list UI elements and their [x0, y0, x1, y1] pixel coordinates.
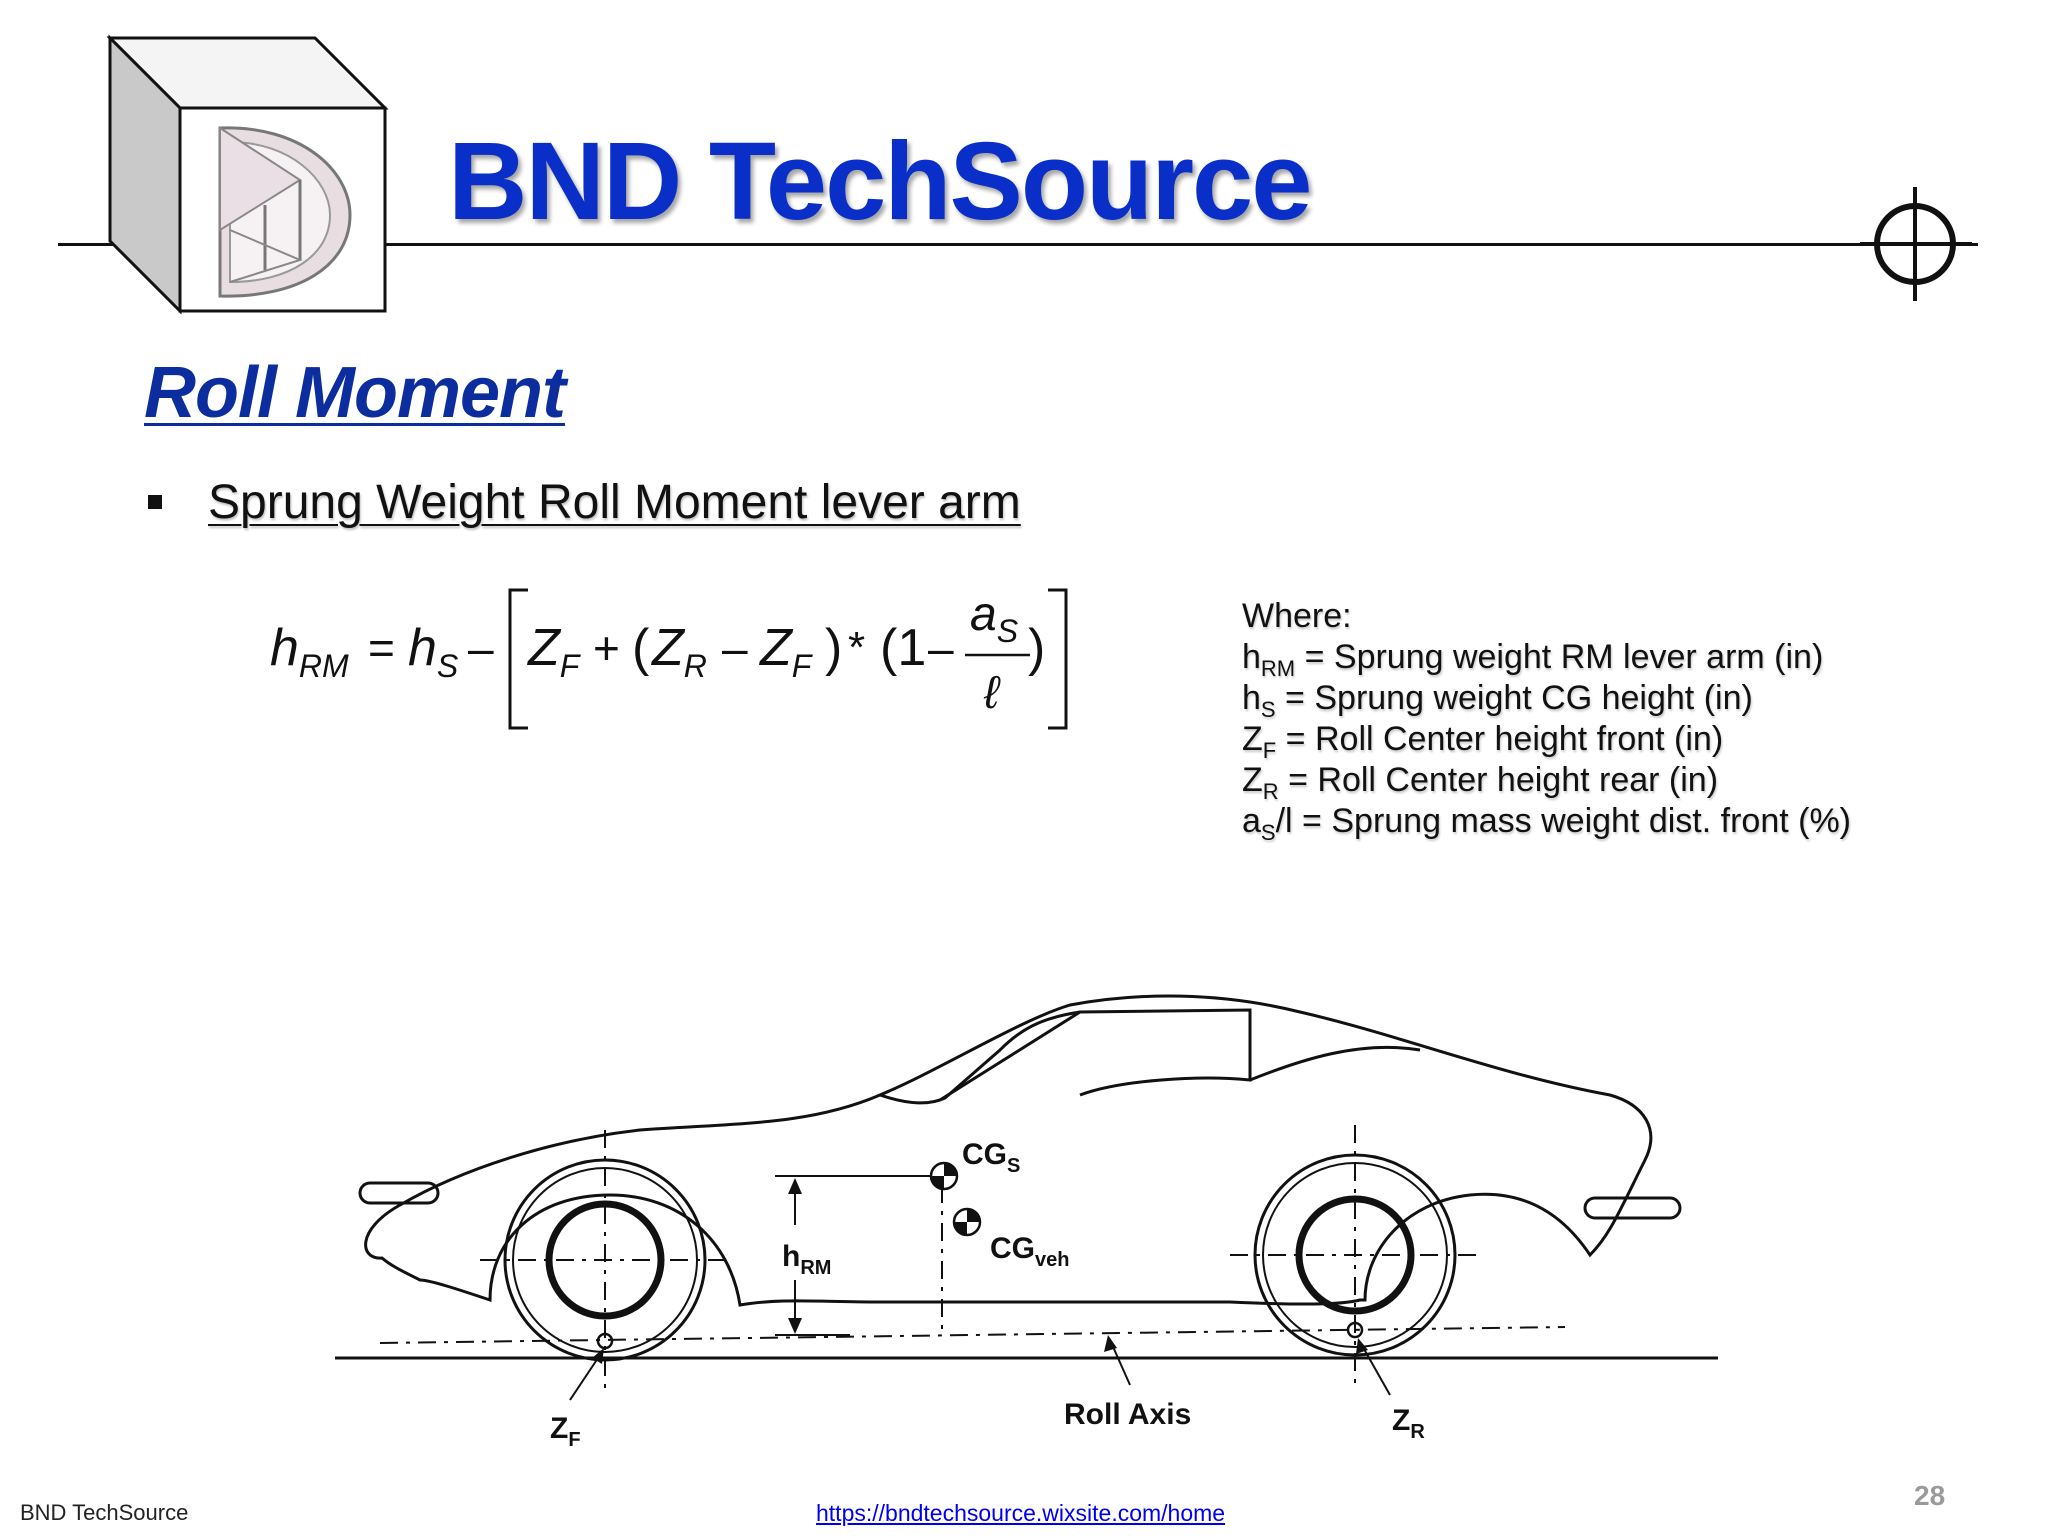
formula-minus: – [468, 622, 494, 674]
where-heading: Where: [1242, 597, 1352, 635]
definition-z-f: ZF = Roll Center height front (in) [1242, 720, 1724, 763]
label-hrm: hRM [782, 1240, 832, 1279]
formula-right-bracket [1048, 588, 1068, 730]
roll-axis-car-diagram [335, 994, 1718, 1401]
bullet-marker [148, 495, 162, 509]
cg-vehicle-marker [952, 1207, 982, 1237]
bullet-text: Sprung Weight Roll Moment lever arm [208, 476, 1021, 529]
label-roll-axis: Roll Axis [1064, 1398, 1192, 1431]
rear-deck-line [1249, 1045, 1421, 1082]
definition-h-rm: hRM = Sprung weight RM lever arm (in) [1242, 638, 1824, 681]
crosshair-icon [1860, 187, 1972, 301]
definition-h-s: hS = Sprung weight CG height (in) [1242, 679, 1753, 722]
side-window [939, 1008, 1252, 1102]
roll-axis-arrowhead [1104, 1335, 1117, 1352]
formula-ell: ℓ [983, 666, 1001, 718]
zr-arrowhead [1356, 1338, 1368, 1354]
bnd-cube-logo [106, 34, 389, 315]
definitions-block: Where: hRM = Sprung weight RM lever arm … [1242, 596, 1852, 845]
formula-h-rm: hRM [270, 619, 349, 684]
front-light [358, 1181, 440, 1205]
formula-asterisk: * [848, 623, 865, 672]
formula-z-f-2: ZF [758, 619, 814, 684]
label-zf: ZF [550, 1412, 581, 1451]
footer-website-link[interactable]: https://bndtechsource.wixsite.com/home [816, 1500, 1226, 1526]
formula-close-paren-2: ) [1028, 619, 1045, 677]
formula-plus: + [593, 622, 620, 674]
formula-left-bracket [508, 588, 528, 730]
formula-z-r: ZR [650, 619, 707, 684]
formula-a-s: aS [970, 588, 1018, 649]
formula-minus-2: – [722, 622, 748, 674]
formula-h-s: hS [408, 619, 458, 684]
formula-close-paren: ) [825, 619, 842, 677]
windshield-line [879, 1010, 1081, 1105]
rear-light [1583, 1196, 1682, 1220]
brand-title: BND TechSource [448, 120, 1312, 243]
roll-axis-line [379, 1326, 1566, 1344]
definition-a-s: aS/l = Sprung mass weight dist. front (%… [1242, 802, 1852, 845]
zf-arrowhead [592, 1348, 604, 1364]
formula-open-paren: ( [632, 619, 650, 677]
roll-moment-formula: hRM = hS – ZF + ( ZR – ZF ) * (1 – aS ℓ … [270, 588, 1068, 730]
front-roll-center [596, 1332, 614, 1350]
hrm-arrowhead-up [788, 1178, 802, 1194]
label-cg-vehicle: CGveh [990, 1232, 1070, 1271]
formula-equals: = [368, 622, 395, 674]
cg-sprung-marker [929, 1161, 959, 1191]
header-rule [58, 243, 1978, 246]
formula-one: (1 [880, 619, 926, 677]
rear-roll-center [1346, 1321, 1364, 1339]
footer-brand: BND TechSource [20, 1500, 189, 1525]
section-title: Roll Moment [144, 353, 566, 433]
page-number: 28 [1914, 1480, 1946, 1511]
label-cg-sprung: CGS [962, 1138, 1021, 1177]
label-zr: ZR [1392, 1404, 1425, 1443]
formula-minus-3: – [928, 622, 954, 674]
hrm-arrowhead-down [788, 1318, 802, 1334]
formula-z-f: ZF [526, 619, 582, 684]
definition-z-r: ZR = Roll Center height rear (in) [1242, 761, 1719, 804]
